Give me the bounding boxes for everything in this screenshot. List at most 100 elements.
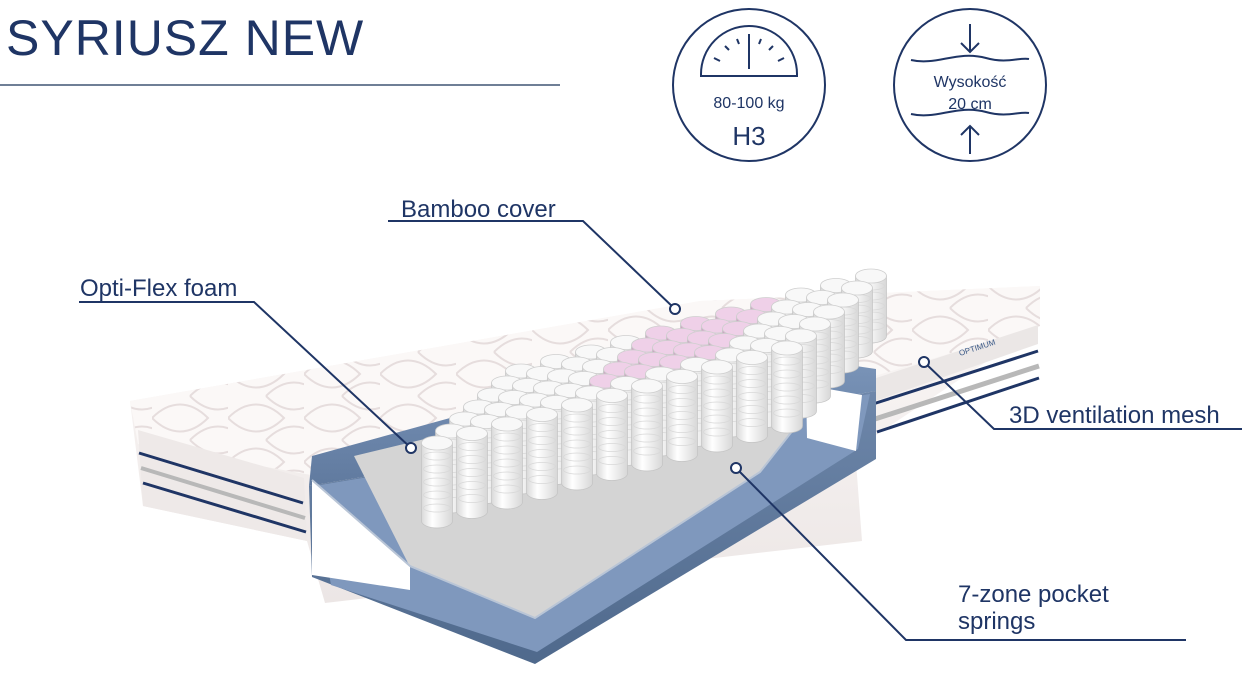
pocket-spring-top — [680, 357, 712, 372]
pocket-spring-top — [498, 390, 530, 405]
spring-quilting — [654, 398, 682, 407]
spring-quilting — [703, 414, 731, 424]
spring-quilting — [696, 384, 724, 393]
spring-quilting — [668, 373, 696, 382]
pocket-spring — [687, 337, 719, 412]
mattress-outer-cover: OPTIMUM — [130, 286, 1040, 603]
spring-quilting — [752, 310, 780, 319]
spring-quilting — [710, 393, 738, 403]
spring-quilting — [535, 441, 563, 450]
spring-quilting — [535, 406, 563, 416]
pocket-spring — [673, 349, 705, 427]
pocket-spring-top — [610, 376, 642, 391]
pocket-spring-top — [799, 316, 831, 332]
spring-quilting — [437, 451, 465, 461]
spring-quilting — [458, 442, 486, 451]
spring-quilting — [668, 352, 696, 361]
spring-quilting — [759, 325, 787, 335]
spring-quilting — [542, 460, 570, 470]
pocket-spring — [792, 309, 824, 383]
spring-quilting — [759, 336, 787, 346]
spring-quilting — [703, 353, 731, 362]
spring-quilting — [675, 391, 703, 401]
spring-quilting — [528, 423, 556, 432]
pocket-spring-top — [771, 299, 803, 315]
pocket-spring-top — [680, 316, 712, 331]
spring-quilting — [710, 382, 738, 391]
spring-quilting — [633, 393, 661, 402]
pocket-spring — [526, 373, 558, 444]
spring-quilting — [752, 391, 780, 400]
spring-quilting — [668, 424, 696, 433]
spring-quilting — [682, 372, 710, 382]
spring-quilting — [766, 353, 794, 362]
spring-quilting — [563, 380, 591, 390]
spring-quilting — [612, 441, 640, 451]
spring-quilting — [472, 479, 500, 489]
spring-quilting — [717, 359, 745, 369]
spring-quilting — [787, 381, 815, 391]
spring-quilting — [703, 375, 731, 385]
pocket-spring-top — [610, 335, 642, 350]
spring-quilting — [752, 340, 780, 349]
pocket-spring — [799, 323, 831, 404]
spring-quilting — [654, 387, 682, 396]
spring-quilting — [563, 439, 591, 449]
spring-quilting — [626, 379, 654, 388]
spring-quilting — [675, 403, 703, 412]
product-title: SYRIUSZ NEW — [6, 10, 365, 66]
spring-quilting — [500, 416, 528, 425]
spring-quilting — [647, 368, 675, 378]
spring-quilting — [633, 420, 661, 430]
pocket-spring — [666, 335, 698, 406]
spring-quilting — [549, 382, 577, 392]
spring-quilting — [752, 330, 780, 339]
spring-quilting — [612, 348, 640, 357]
pocket-spring — [743, 330, 775, 408]
spring-quilting — [479, 434, 507, 444]
spring-quilting — [549, 404, 577, 414]
spring-quilting — [801, 379, 829, 389]
spring-quilting — [682, 422, 710, 432]
spring-quilting — [822, 291, 850, 300]
spring-quilting — [591, 400, 619, 410]
spring-quilting — [598, 456, 626, 465]
spring-quilting — [801, 355, 829, 365]
spring-quilting — [472, 429, 500, 439]
spring-quilting — [633, 407, 661, 417]
spring-quilting — [696, 396, 724, 405]
pocket-spring — [715, 354, 747, 438]
pocket-spring — [491, 423, 523, 510]
spring-quilting — [738, 343, 766, 353]
spring-quilting — [514, 403, 542, 412]
spring-quilting — [619, 363, 647, 373]
spring-quilting — [437, 439, 465, 448]
pocket-spring-top — [491, 416, 523, 432]
spring-quilting — [577, 377, 605, 387]
spring-quilting — [570, 397, 598, 406]
spring-quilting — [759, 358, 787, 368]
pocket-spring — [498, 397, 530, 474]
pocket-spring — [533, 387, 565, 465]
spring-quilting — [528, 379, 556, 389]
spring-quilting — [528, 475, 556, 484]
pocket-spring — [624, 371, 656, 451]
spring-quilting — [815, 353, 843, 363]
spring-quilting — [577, 367, 605, 377]
spring-quilting — [500, 450, 528, 460]
spring-quilting — [731, 350, 759, 360]
spring-quilting — [507, 376, 535, 386]
spring-quilting — [598, 417, 626, 426]
pocket-spring — [526, 414, 558, 500]
spring-quilting — [591, 412, 619, 422]
pocket-spring — [820, 285, 852, 353]
spring-quilting — [542, 410, 570, 420]
spring-quilting — [542, 387, 570, 396]
spring-quilting — [577, 451, 605, 460]
spring-quilting — [689, 355, 717, 365]
spring-quilting — [584, 417, 612, 426]
spring-quilting — [423, 490, 451, 500]
pocket-spring-top — [708, 333, 740, 348]
spring-quilting — [633, 382, 661, 392]
spring-quilting — [717, 388, 745, 397]
